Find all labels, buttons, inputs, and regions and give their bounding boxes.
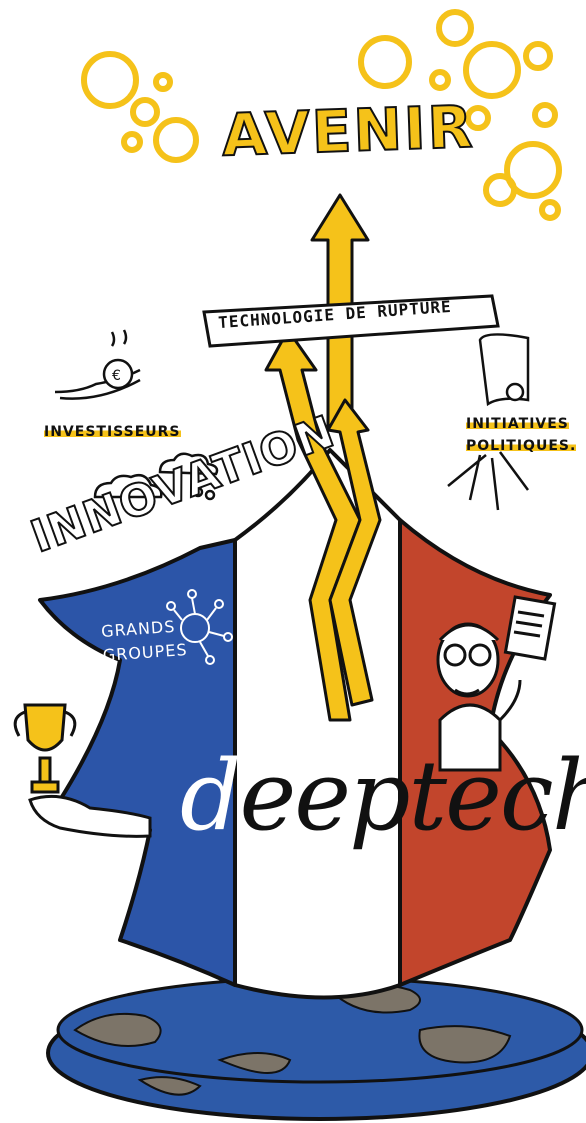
deeptech-wordmark: deeptech bbox=[180, 740, 586, 852]
initiatives-line1: INITIATIVES bbox=[466, 416, 569, 432]
avenir-title: AVENIR bbox=[220, 92, 476, 171]
trophy-hand-icon bbox=[13, 703, 152, 838]
bubbles-icon bbox=[81, 9, 562, 221]
investisseurs-label: INVESTISSEURS bbox=[44, 424, 181, 440]
scroll-icon bbox=[447, 333, 530, 511]
svg-text:€: € bbox=[112, 368, 121, 384]
deeptech-rest: eeptech bbox=[239, 740, 586, 852]
initiatives-line2: POLITIQUES. bbox=[466, 438, 577, 454]
initiatives-label: INITIATIVES POLITIQUES. bbox=[466, 413, 577, 457]
banner bbox=[202, 294, 500, 348]
investisseurs-text: INVESTISSEURS bbox=[44, 424, 181, 440]
grands-groupes-label: GRANDS GROUPES bbox=[100, 614, 189, 668]
scientist-icon bbox=[436, 595, 557, 772]
globe-icon bbox=[46, 976, 586, 1121]
network-icon bbox=[166, 589, 233, 665]
clouds-icon bbox=[93, 452, 219, 501]
hand-money-bag-icon: € bbox=[54, 329, 141, 400]
deeptech-d: d bbox=[180, 740, 241, 852]
